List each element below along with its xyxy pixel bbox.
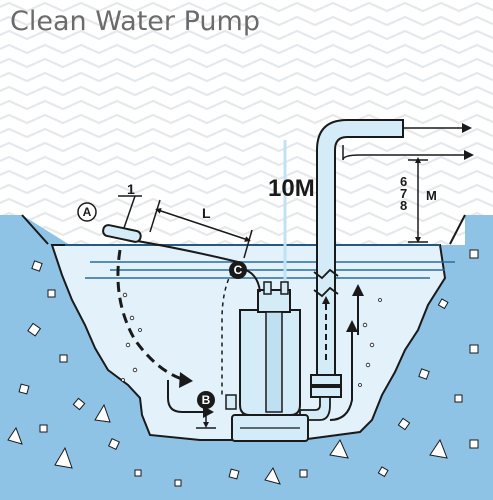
pipe-break-lower	[313, 286, 339, 298]
marker-b-label: B	[202, 393, 211, 407]
pump-handle-left	[263, 281, 272, 295]
pump-handle-right	[280, 281, 289, 295]
discharge-arrowhead	[462, 123, 472, 133]
discharge-elbow-line	[342, 145, 470, 161]
head-unit: M	[426, 188, 437, 203]
length-measure-line	[155, 208, 251, 242]
float-swing-arrowhead	[179, 372, 193, 388]
pipe-flange-bottom	[310, 386, 342, 398]
inflow-arrowhead	[203, 406, 214, 418]
length-tick-left	[149, 199, 161, 233]
return-flow-arrowhead	[346, 320, 358, 332]
discharge-elbow-arrowhead	[464, 150, 474, 160]
depth-label: 10M	[268, 175, 315, 202]
return-flow-arrow	[329, 330, 353, 421]
marker-c-label: C	[234, 263, 243, 277]
length-tick-right	[243, 229, 253, 259]
cable-dashed-guide	[221, 271, 233, 395]
label-1: 1	[127, 181, 135, 197]
label-l: L	[202, 205, 211, 221]
pipe-break	[313, 268, 339, 280]
pipe-flange-top	[310, 374, 342, 386]
water-bubbles	[121, 292, 382, 387]
depth-value: 10	[268, 175, 295, 202]
pump-inner-column	[265, 311, 283, 413]
head-value-8: 8	[400, 198, 407, 213]
discharge-pipe	[316, 119, 404, 396]
inflow-arrow	[167, 380, 205, 413]
head-value-6: 6	[400, 174, 407, 189]
ground-stones	[7, 249, 479, 487]
marker-c	[229, 261, 247, 279]
pump-side-fitting	[225, 394, 237, 410]
head-value-7: 7	[400, 186, 407, 201]
ground-outline	[21, 214, 466, 245]
marker-a-label: A	[83, 205, 92, 219]
side-flow-arrowhead	[352, 284, 364, 296]
float-switch	[102, 224, 142, 243]
marker-a	[77, 202, 97, 222]
depth-unit: M	[295, 175, 315, 202]
water-lines	[65, 244, 455, 279]
marker-b	[197, 391, 215, 409]
connector-pipe	[299, 396, 331, 421]
angle-line	[123, 195, 136, 229]
page-title: Clean Water Pump	[10, 6, 260, 37]
